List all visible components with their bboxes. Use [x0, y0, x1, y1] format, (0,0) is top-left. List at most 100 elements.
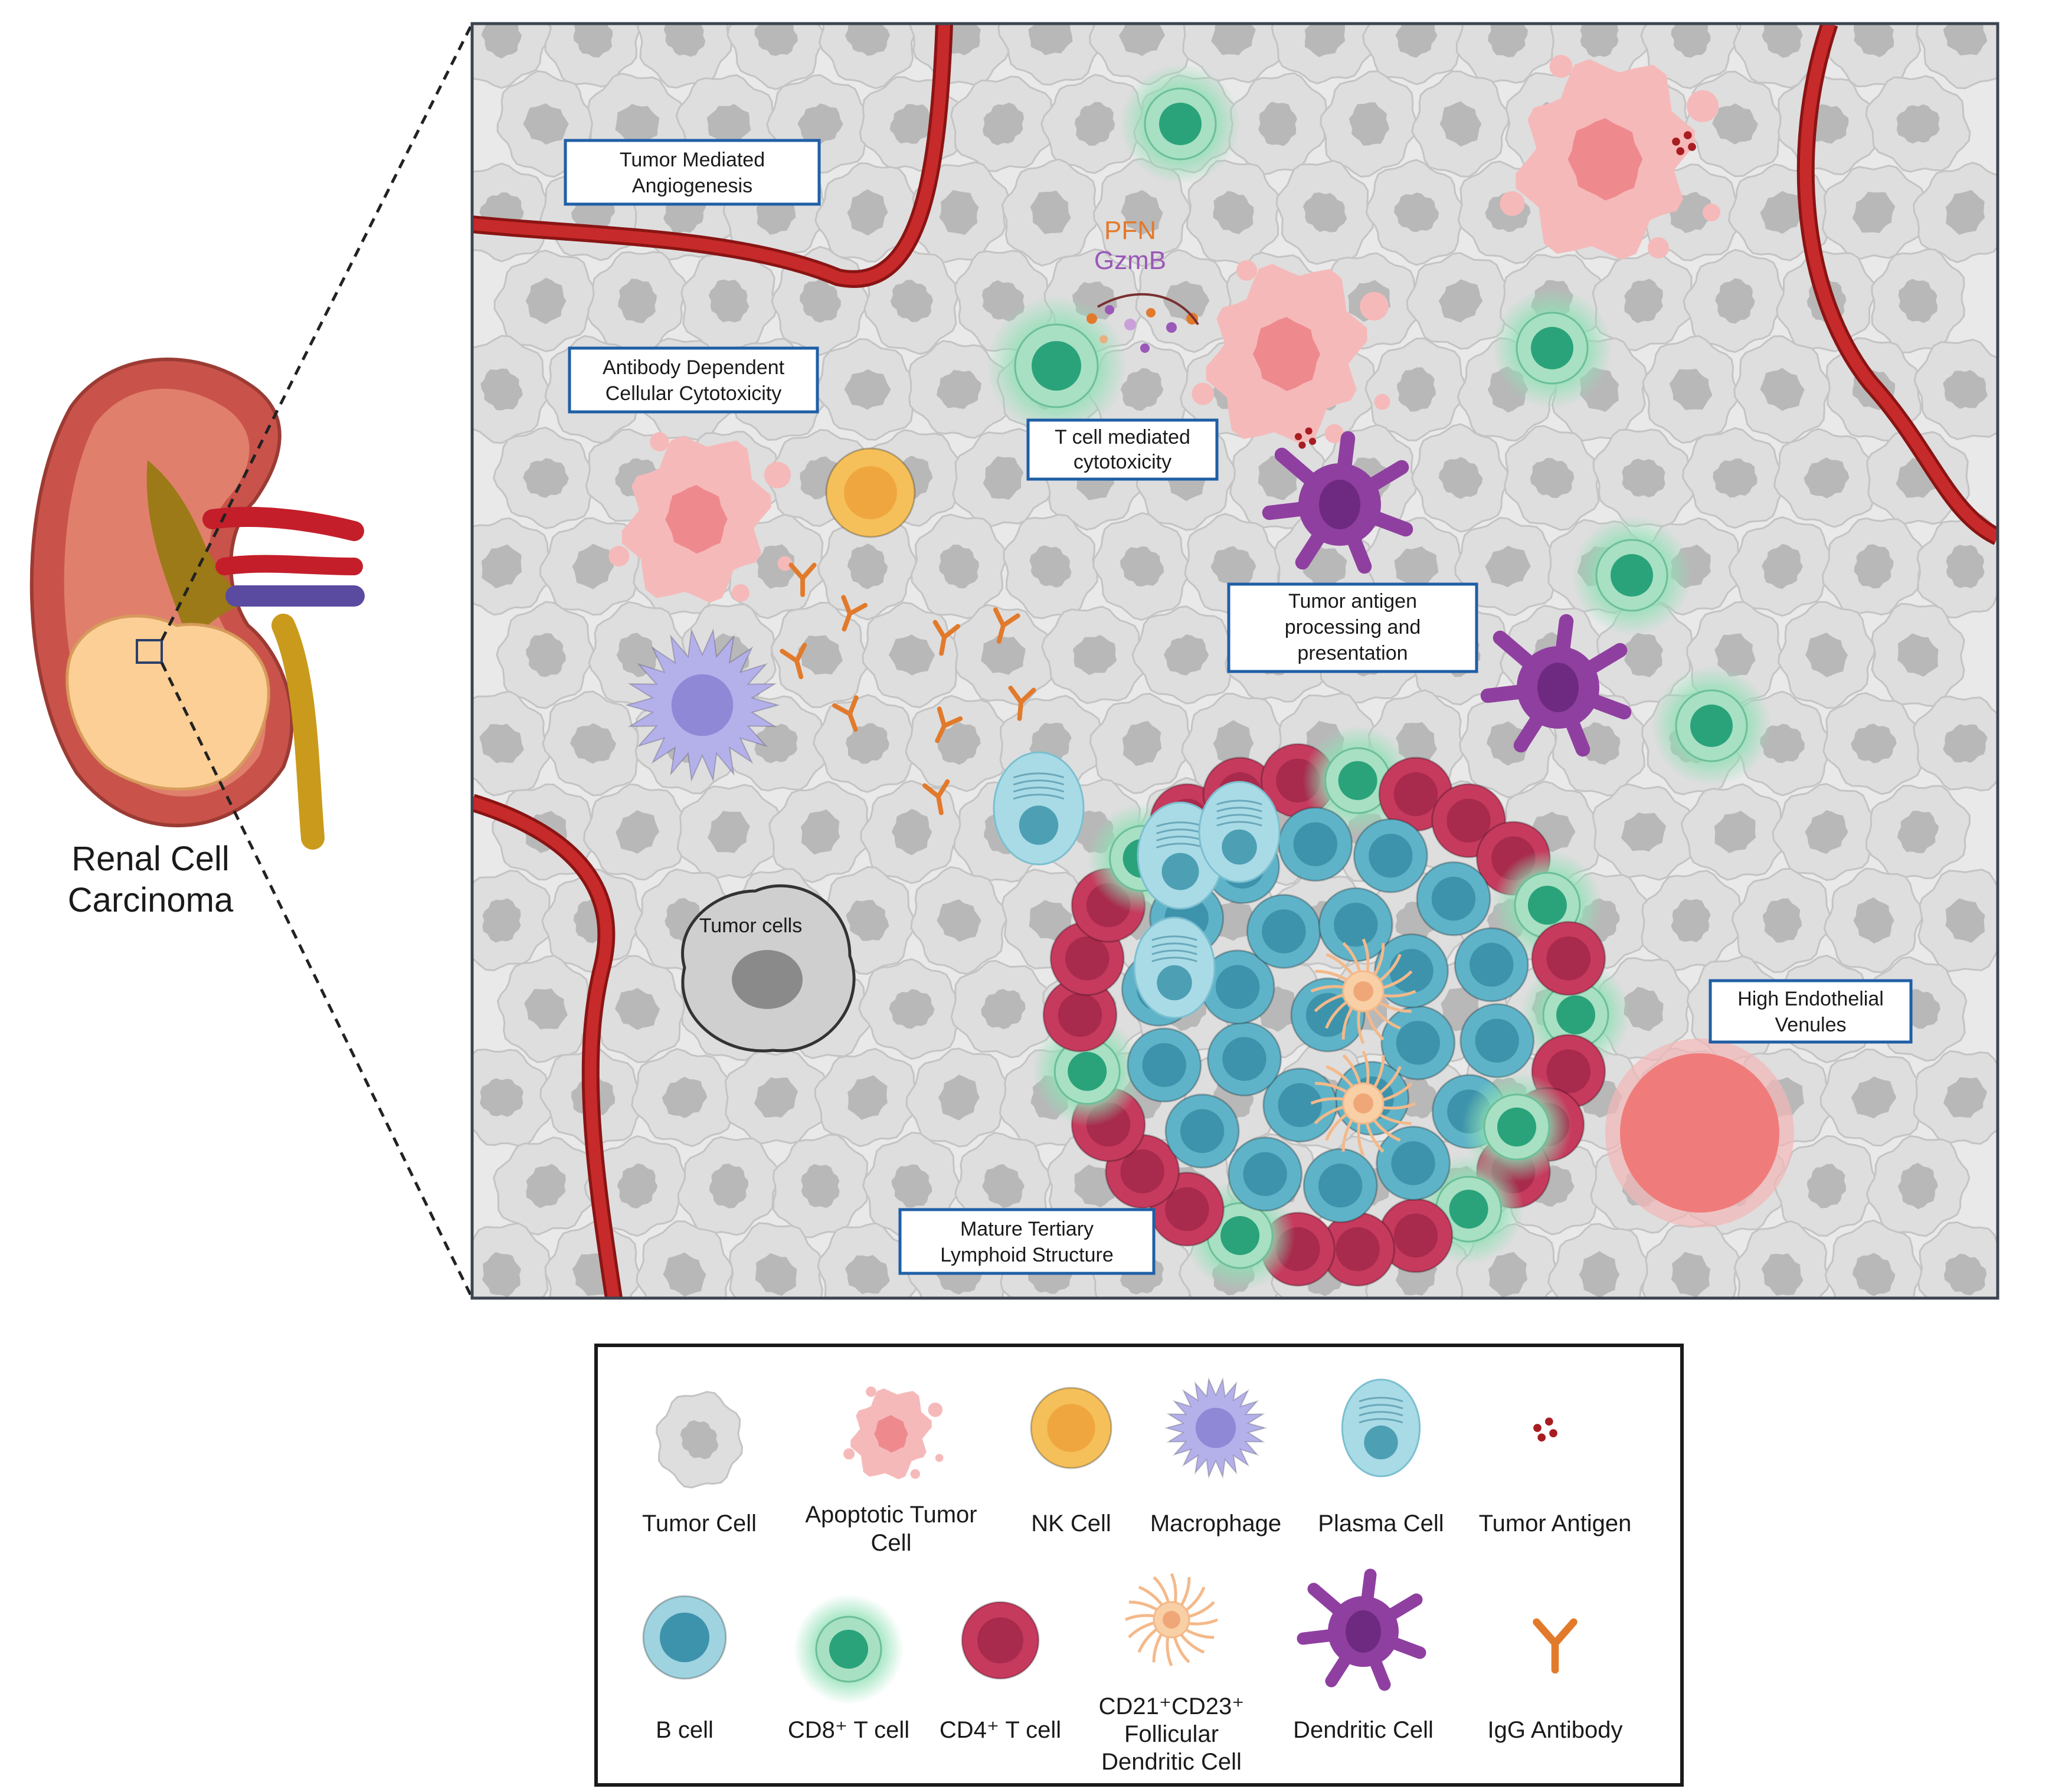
tumor-cell — [1680, 783, 1790, 881]
tumor-cell — [1822, 517, 1926, 616]
tumor-cell — [817, 1222, 918, 1298]
tumor-cell — [1866, 1135, 1971, 1237]
legend-label-dendritic: Dendritic Cell — [1293, 1717, 1434, 1743]
tertiary-lymphoid-structure — [1032, 725, 1631, 1291]
legend-icon-igg-antibody — [1533, 1618, 1578, 1674]
igg-antibody — [993, 607, 1020, 644]
svg-text:Tumor Mediated: Tumor Mediated — [620, 149, 765, 171]
panel-border — [470, 22, 1999, 1300]
tumor-cell — [1186, 159, 1281, 266]
svg-text:Tumor antigen: Tumor antigen — [1288, 590, 1417, 612]
tumor-cell — [1041, 605, 1148, 705]
dendritic-cell — [1262, 431, 1413, 574]
legend-icon-follicular-dendritic-cell — [1124, 1572, 1219, 1667]
organ-label-line2: Carcinoma — [68, 881, 234, 919]
apoptotic-tumor-cell — [1192, 260, 1390, 444]
igg-antibody — [788, 562, 817, 597]
tumor-cell — [768, 781, 872, 883]
svg-text:T cell mediated: T cell mediated — [1055, 426, 1190, 448]
tumor-cell — [472, 690, 552, 797]
tumor-cell — [1733, 1220, 1831, 1298]
legend-row2-labels: B cell CD8⁺ T cell CD4⁺ T cell CD21⁺CD23… — [656, 1693, 1622, 1775]
plasma-cell — [993, 751, 1085, 866]
tumor-cell — [472, 335, 551, 444]
tumor-cell — [1131, 605, 1241, 705]
tumor-cell — [1777, 601, 1876, 709]
svg-text:Mature Tertiary: Mature Tertiary — [960, 1218, 1094, 1240]
b-cell — [1206, 1021, 1282, 1097]
b-cell — [1353, 818, 1428, 893]
tumor-cell — [493, 250, 598, 352]
igg-antibody — [841, 595, 868, 632]
svg-text:processing and: processing and — [1285, 616, 1421, 638]
legend-label-plasma-cell: Plasma Cell — [1318, 1511, 1444, 1537]
hev-vessel — [1620, 1053, 1779, 1213]
plasma-cell — [1198, 781, 1281, 883]
scattered-immune-cells — [608, 55, 1772, 866]
svg-text:High Endothelial: High Endothelial — [1737, 988, 1884, 1010]
igg-antibody — [932, 620, 961, 656]
tumor-cell — [493, 1136, 599, 1236]
zoom-line-top — [160, 22, 474, 641]
tumor-cell — [637, 24, 732, 89]
tumor-cell — [950, 959, 1056, 1059]
legend-label-nk-cell: NK Cell — [1031, 1511, 1111, 1537]
pfn-label: PFN — [1104, 216, 1156, 245]
tumor-cell — [676, 784, 781, 880]
tumor-cell — [1865, 75, 1971, 173]
b-cell — [1164, 1093, 1240, 1169]
legend-icon-apoptotic-tumor-cell — [843, 1386, 944, 1479]
tumor-cell — [1592, 250, 1696, 352]
callout-antigen-processing: Tumor antigen processing and presentatio… — [1227, 582, 1478, 673]
legend-label-tumor-antigen: Tumor Antigen — [1479, 1511, 1632, 1537]
apoptotic-tumor-cell — [608, 432, 793, 603]
legend-icon-dendritic-cell — [1297, 1568, 1426, 1691]
tumor-cell — [1822, 692, 1925, 795]
tumor-cell — [1547, 1223, 1651, 1298]
b-cell — [1262, 1067, 1338, 1143]
apoptotic-tumor-cell — [1500, 55, 1720, 260]
tumor-cell — [1916, 515, 1998, 618]
tumor-cell — [1731, 867, 1834, 974]
tumor-cell — [1271, 24, 1379, 84]
svg-text:Venules: Venules — [1775, 1014, 1847, 1036]
legend-label-igg: IgG Antibody — [1487, 1717, 1622, 1743]
tumor-cell — [1823, 867, 1925, 974]
tumor-cell — [472, 517, 556, 616]
igg-antibody — [935, 706, 963, 743]
callout-tcell-cytotoxicity: T cell mediated cytotoxicity — [1026, 418, 1219, 481]
legend-label-apoptotic-line1: Apoptotic Tumor — [805, 1502, 977, 1528]
b-cell — [1278, 807, 1353, 882]
tumor-antigen — [1294, 427, 1317, 449]
tumor-cell-nucleus — [732, 950, 803, 1009]
tumor-cell — [953, 604, 1054, 706]
zoom-box — [136, 639, 163, 664]
tumor-cell — [1733, 335, 1831, 444]
b-cell — [1127, 1027, 1202, 1103]
tumor-cell — [817, 512, 918, 621]
b-cell — [1454, 927, 1529, 1003]
tumor-cell — [1917, 869, 1998, 972]
tumor-cell — [860, 779, 964, 884]
tumor-cell — [472, 869, 553, 972]
legend-label-macrophage: Macrophage — [1150, 1511, 1281, 1537]
tumor-cell — [1228, 72, 1327, 176]
tumor-cell — [1866, 784, 1971, 880]
tumor-cell — [1455, 24, 1560, 84]
b-cell — [1459, 1003, 1535, 1079]
tumor-cell — [472, 24, 552, 89]
igg-antibody — [922, 779, 950, 815]
tumor-cell — [1364, 338, 1468, 441]
tumor-cell — [1819, 1048, 1928, 1147]
cd4-t-cell — [1320, 1211, 1396, 1287]
tumor-cell — [1913, 338, 1998, 441]
renal-artery — [202, 507, 364, 541]
cd8-t-cell — [1461, 1072, 1572, 1182]
legend-icons — [642, 1377, 1578, 1705]
legend-label-fdc-line3: Dendritic Cell — [1101, 1749, 1242, 1775]
b-cell — [1228, 1136, 1303, 1212]
tumor-cell — [1410, 423, 1511, 533]
b-cell — [1318, 887, 1393, 962]
tumor-cell — [1913, 1050, 1998, 1145]
